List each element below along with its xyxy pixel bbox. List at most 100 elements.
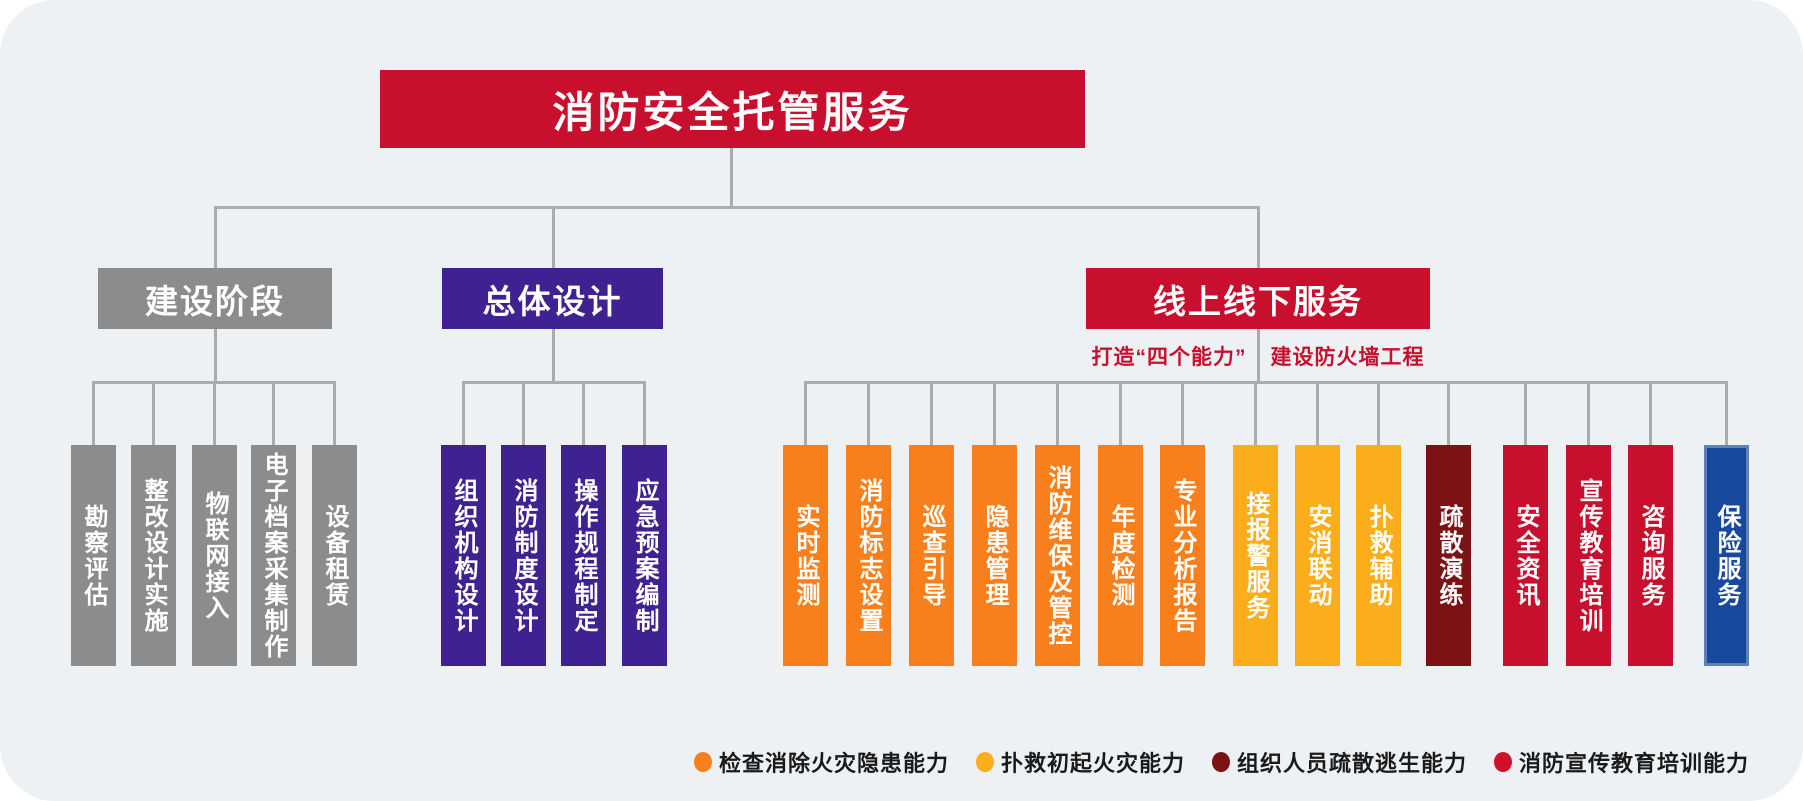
org-node-red-8: 安消联动 [1294, 445, 1340, 666]
connector-line [1257, 329, 1260, 381]
org-node-red-14: 保险服务 [1703, 445, 1749, 666]
connector-line [643, 381, 646, 445]
connector-line [152, 381, 155, 445]
connector-line [582, 381, 585, 445]
org-node-red-4: 消防维保及管控 [1034, 445, 1080, 666]
connector-line [1649, 381, 1652, 445]
legend: 检查消除火灾隐患能力 扑救初起火灾能力 组织人员疏散逃生能力 消防宣传教育培训能… [694, 746, 1749, 778]
org-node-label: 应急预案编制 [630, 477, 658, 634]
org-node-label: 消防标志设置 [854, 477, 882, 634]
connector-line [213, 381, 216, 445]
connector-line [1181, 381, 1184, 445]
org-node-label: 扑救辅助 [1364, 503, 1392, 608]
connector-line [333, 381, 336, 445]
org-node-label: 实时监测 [791, 503, 819, 608]
root-node-title: 消防安全托管服务 [380, 70, 1085, 148]
org-node-red-1: 消防标志设置 [845, 445, 891, 666]
legend-label: 组织人员疏散逃生能力 [1237, 751, 1468, 776]
org-node-label: 隐患管理 [980, 503, 1008, 608]
connector-line [804, 381, 1728, 384]
org-node-label: 宣传教育培训 [1574, 477, 1602, 634]
connector-line [1377, 381, 1380, 445]
connector-line [1257, 206, 1260, 268]
org-node-red-9: 扑救辅助 [1355, 445, 1401, 666]
branch-header-construction: 建设阶段 [98, 268, 332, 329]
connector-line [993, 381, 996, 445]
org-node-label: 组织机构设计 [449, 477, 477, 634]
org-node-red-6: 专业分析报告 [1159, 445, 1205, 666]
org-node-red-10: 疏散演练 [1425, 445, 1471, 666]
connector-line [1524, 381, 1527, 445]
legend-item: 扑救初起火灾能力 [976, 746, 1185, 778]
branch-header-online-offline: 线上线下服务 [1086, 268, 1430, 329]
legend-label: 消防宣传教育培训能力 [1519, 751, 1750, 776]
connector-line [1254, 381, 1257, 445]
connector-line [1587, 381, 1590, 445]
connector-line [214, 206, 1260, 209]
org-node-red-5: 年度检测 [1097, 445, 1143, 666]
connector-line [462, 381, 465, 445]
org-node-label: 保险服务 [1712, 503, 1740, 608]
connector-line [930, 381, 933, 445]
legend-label: 扑救初起火灾能力 [1001, 751, 1186, 776]
connector-line [867, 381, 870, 445]
org-node-label: 设备租赁 [320, 503, 348, 608]
org-node-red-11: 安全资讯 [1502, 445, 1548, 666]
org-node-gray-2: 物联网接入 [191, 445, 237, 666]
connector-line [552, 206, 555, 268]
org-node-label: 电子档案采集制作 [259, 451, 287, 660]
connector-line [214, 329, 217, 381]
org-node-label: 咨询服务 [1636, 503, 1664, 608]
connector-line [1119, 381, 1122, 445]
subtitle-left-text: 打造“四个能力” [1091, 346, 1247, 369]
org-node-red-7: 接报警服务 [1232, 445, 1278, 666]
org-node-label: 消防维保及管控 [1043, 464, 1071, 647]
org-node-gray-1: 整改设计实施 [130, 445, 176, 666]
org-node-purple-3: 应急预案编制 [621, 445, 667, 666]
org-node-red-2: 巡查引导 [908, 445, 954, 666]
org-node-gray-3: 电子档案采集制作 [250, 445, 296, 666]
org-node-red-13: 咨询服务 [1627, 445, 1673, 666]
subtitle-right-text: 建设防火墙工程 [1270, 346, 1425, 369]
branch-subtitle: 打造“四个能力” 建设防火墙工程 [1028, 341, 1488, 371]
connector-line [1447, 381, 1450, 445]
org-node-purple-1: 消防制度设计 [500, 445, 546, 666]
legend-dot-maroon [1212, 752, 1231, 772]
connector-line [804, 381, 807, 445]
org-node-purple-0: 组织机构设计 [440, 445, 486, 666]
connector-line [1316, 381, 1319, 445]
connector-line [1056, 381, 1059, 445]
legend-item: 检查消除火灾隐患能力 [694, 746, 949, 778]
org-node-label: 整改设计实施 [139, 477, 167, 634]
org-node-label: 接报警服务 [1241, 490, 1269, 621]
org-node-gray-4: 设备租赁 [311, 445, 357, 666]
org-node-label: 安消联动 [1303, 503, 1331, 608]
connector-line [730, 148, 733, 206]
connector-line [92, 381, 95, 445]
legend-dot-red [1494, 752, 1513, 772]
org-node-label: 疏散演练 [1434, 503, 1462, 608]
legend-dot-orange [694, 752, 712, 772]
org-node-label: 消防制度设计 [509, 477, 537, 634]
org-node-label: 操作规程制定 [569, 477, 597, 634]
legend-dot-amber [976, 752, 995, 772]
connector-line [272, 381, 275, 445]
org-node-red-3: 隐患管理 [971, 445, 1017, 666]
org-node-purple-2: 操作规程制定 [560, 445, 606, 666]
org-node-red-12: 宣传教育培训 [1565, 445, 1611, 666]
org-node-label: 年度检测 [1106, 503, 1134, 608]
org-node-label: 巡查引导 [917, 503, 945, 608]
legend-label: 检查消除火灾隐患能力 [719, 751, 950, 776]
connector-line [1725, 381, 1728, 445]
org-node-gray-0: 勘察评估 [70, 445, 116, 666]
org-node-label: 物联网接入 [200, 490, 228, 621]
legend-item: 组织人员疏散逃生能力 [1212, 746, 1467, 778]
connector-line [462, 381, 646, 384]
connector-line [552, 329, 555, 381]
org-node-label: 勘察评估 [79, 503, 107, 608]
connector-line [522, 381, 525, 445]
org-node-red-0: 实时监测 [782, 445, 828, 666]
legend-item: 消防宣传教育培训能力 [1494, 746, 1749, 778]
org-node-label: 安全资讯 [1511, 503, 1539, 608]
